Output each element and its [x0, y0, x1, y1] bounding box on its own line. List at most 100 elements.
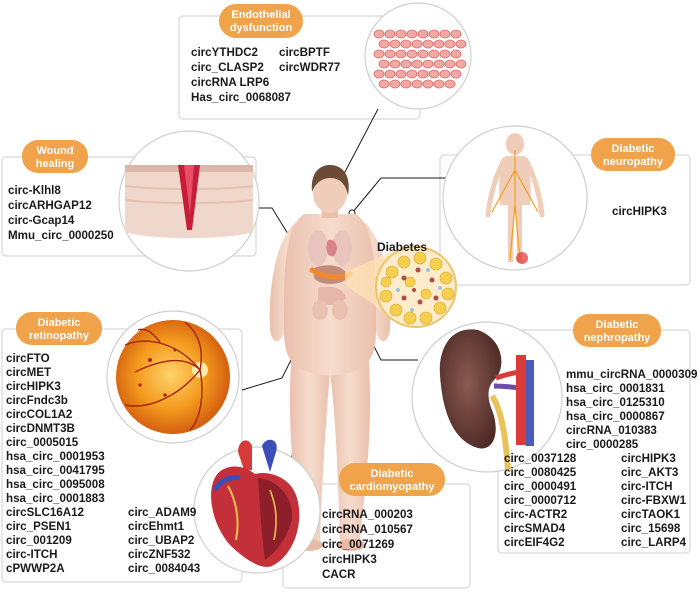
endothelial-cell [428, 69, 440, 79]
endothelial-cell [444, 39, 456, 49]
nephropathy-item: circ-ACTR2 [504, 508, 567, 521]
nephropathy-item: circTAOK1 [621, 508, 681, 521]
retinopathy-item: circFTO [6, 352, 50, 365]
endothelial-item: Has_circ_0068087 [191, 91, 291, 104]
retinopathy-item: hsa_circ_0041795 [6, 464, 105, 477]
kidney-illustration [411, 321, 563, 473]
diabetes-label: Diabetes [377, 240, 427, 254]
endothelial-cell [395, 49, 407, 59]
endothelial-cell [411, 39, 423, 49]
cardiomyopathy-item: CACR [322, 568, 356, 581]
endothelial-item: circRNA LRP6 [191, 76, 270, 89]
endothelial-cell [400, 79, 412, 89]
cardiomyopathy-list: circRNA_000203 circRNA_010567 circ_00712… [322, 508, 413, 581]
endothelial-cell [417, 49, 429, 59]
wound-item: circARHGAP12 [8, 199, 92, 212]
endothelial-cell [433, 79, 445, 89]
wound-item: circ-Gcap14 [8, 214, 75, 227]
cardiomyopathy-title-line1: Diabetic [371, 468, 414, 480]
endothelial-cell [417, 29, 429, 39]
endothelial-cell [455, 59, 467, 69]
endothelial-cell [406, 69, 418, 79]
retinopathy-title-line1: Diabetic [38, 317, 81, 329]
retinopathy-item: circFndc3b [6, 394, 68, 407]
nephropathy-item: circ_0080425 [504, 466, 577, 479]
nephropathy-item: mmu_circRNA_0000309 [566, 368, 698, 381]
endothelial-illustration [364, 2, 472, 110]
nephropathy-item: circEIF4G2 [504, 536, 565, 549]
endothelial-cell [417, 69, 429, 79]
retinopathy-item: hsa_circ_0001883 [6, 492, 105, 505]
wound-item: circ-Klhl8 [8, 184, 61, 197]
retinopathy-item: circ_UBAP2 [128, 534, 194, 547]
nephropathy-item: circHIPK3 [621, 452, 676, 465]
cardiomyopathy-title-pill: Diabetic cardiomyopathy [339, 463, 445, 496]
neuropathy-title-line2: neuropathy [603, 156, 664, 168]
cardiomyopathy-item: circHIPK3 [322, 553, 377, 566]
retinopathy-item: hsa_circ_0095008 [6, 478, 105, 491]
endothelial-cell [433, 59, 445, 69]
endothelial-cell [389, 39, 401, 49]
neuropathy-item: circHIPK3 [612, 205, 667, 218]
endothelial-cell [395, 69, 407, 79]
nephropathy-item: circ_0000712 [504, 494, 576, 507]
endothelial-cell [378, 59, 390, 69]
endothelial-cell [406, 49, 418, 59]
endothelial-cell [400, 59, 412, 69]
endothelial-cell [384, 29, 396, 39]
neuropathy-title-line1: Diabetic [612, 143, 655, 155]
wound-title-pill: Wound healing [22, 140, 88, 173]
endothelial-cell [373, 49, 385, 59]
nephropathy-item: hsa_circ_0125310 [566, 396, 665, 409]
endothelial-title-line1: Endothelial [231, 9, 290, 21]
cardiomyopathy-item: circRNA_010567 [322, 523, 413, 536]
retinopathy-item: cPWWP2A [6, 562, 65, 575]
endothelial-list: circYTHDC2 circBPTF circ_CLASP2 circWDR7… [191, 46, 340, 104]
wound-item: Mmu_circ_0000250 [8, 229, 114, 242]
nephropathy-item: circ_AKT3 [621, 466, 679, 479]
endothelial-cell [378, 39, 390, 49]
endothelial-cell [373, 69, 385, 79]
retinopathy-item: circ_001209 [6, 534, 72, 547]
retinopathy-item: circZNF532 [128, 548, 191, 561]
cardiomyopathy-item: circRNA_000203 [322, 508, 413, 521]
wound-title-line2: healing [36, 158, 75, 170]
retinopathy-list: circFTO circMET circHIPK3 circFndc3b cir… [6, 352, 201, 575]
neuropathy-list: circHIPK3 [612, 205, 667, 218]
endothelial-cell [444, 59, 456, 69]
endothelial-cell [384, 49, 396, 59]
retinopathy-title-pill: Diabetic retinopathy [16, 312, 102, 345]
endothelial-cell [400, 39, 412, 49]
endothelial-cell [378, 79, 390, 89]
retinopathy-item: circ_0084043 [128, 562, 201, 575]
endothelial-cell [450, 49, 462, 59]
nephropathy-item: circ_15698 [621, 522, 681, 535]
endothelial-cell [389, 59, 401, 69]
endothelial-cell [444, 79, 456, 89]
retinopathy-item: circEhmt1 [128, 520, 185, 533]
endothelial-item: circYTHDC2 [191, 46, 258, 59]
endothelial-cell [455, 39, 467, 49]
endothelial-cell [384, 69, 396, 79]
cardiomyopathy-title-line2: cardiomyopathy [350, 481, 436, 493]
retinopathy-item: circHIPK3 [6, 380, 61, 393]
neuropathy-body-illustration [442, 125, 588, 271]
endothelial-cell [406, 29, 418, 39]
endothelial-cell [422, 79, 434, 89]
endothelial-cell [389, 79, 401, 89]
neuropathy-title-pill: Diabetic neuropathy [591, 138, 675, 171]
heart-illustration [193, 439, 321, 574]
retinopathy-title-line2: retinopathy [29, 330, 90, 342]
endothelial-item: circBPTF [279, 46, 330, 59]
nephropathy-item: circ_0037128 [504, 452, 577, 465]
retinopathy-item: circMET [6, 366, 51, 379]
nephropathy-item: circ_0000491 [504, 480, 577, 493]
nephropathy-title-line1: Diabetic [596, 319, 639, 331]
nephropathy-item: hsa_circ_0000867 [566, 410, 665, 423]
retina-illustration [106, 310, 240, 444]
nephropathy-item: hsa_circ_0001831 [566, 382, 665, 395]
retinopathy-item: circ_PSEN1 [6, 520, 72, 533]
retinopathy-item: circCOL1A2 [6, 408, 72, 421]
nephropathy-title-line2: nephropathy [584, 332, 651, 344]
endothelial-cell [428, 49, 440, 59]
